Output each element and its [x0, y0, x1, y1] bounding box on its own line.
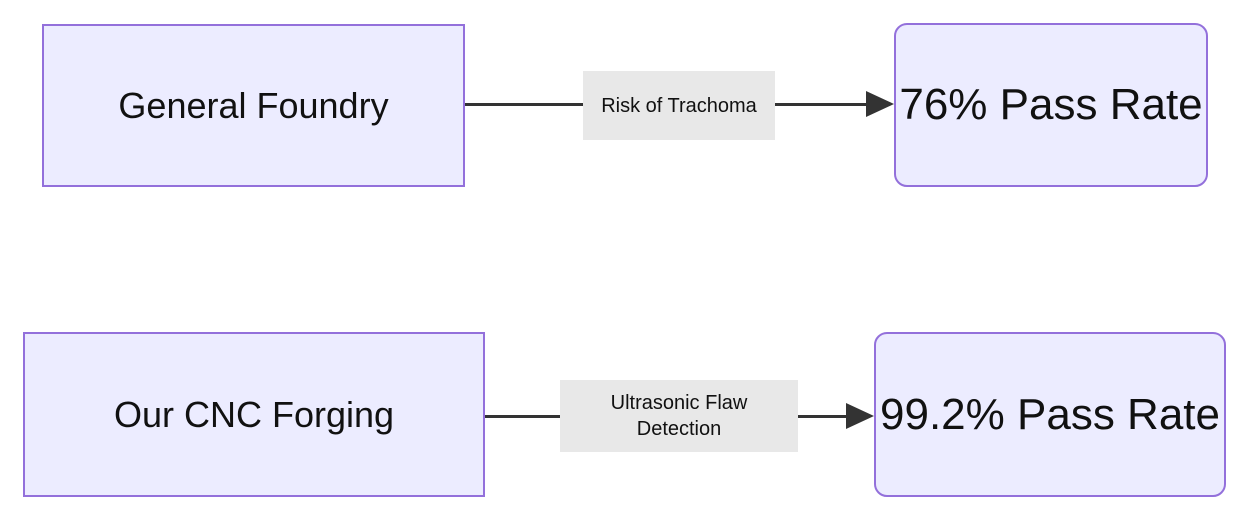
- edge-label-ultrasonic-flaw-detection: Ultrasonic Flaw Detection: [560, 380, 798, 452]
- node-our-cnc-forging: Our CNC Forging: [23, 332, 485, 497]
- node-general-foundry: General Foundry: [42, 24, 465, 187]
- node-76-percent-pass-rate: 76% Pass Rate: [894, 23, 1208, 187]
- edge-label-risk-of-trachoma: Risk of Trachoma: [583, 71, 775, 140]
- node-99-2-percent-pass-rate: 99.2% Pass Rate: [874, 332, 1226, 497]
- arrowhead-icon: [866, 91, 894, 117]
- arrowhead-icon: [846, 403, 874, 429]
